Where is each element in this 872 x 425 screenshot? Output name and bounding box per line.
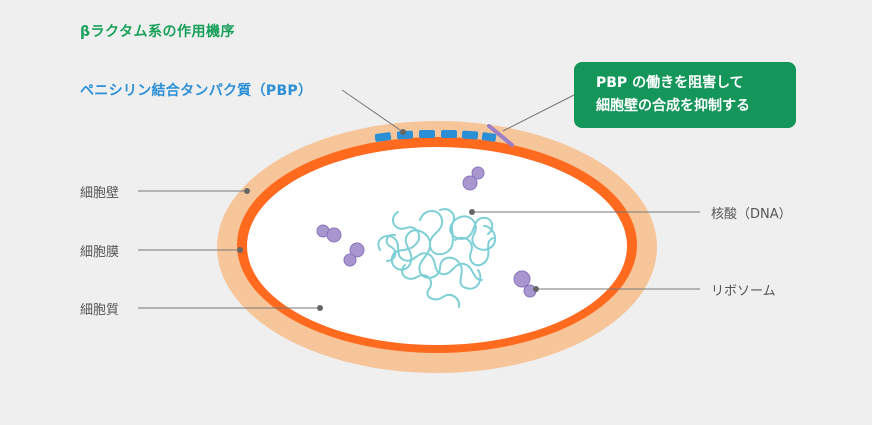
callout-line-2: 細胞壁の合成を抑制する [596, 98, 750, 114]
label-nucleic-acid: 核酸（DNA） [711, 207, 792, 222]
ribosomes [316, 166, 537, 298]
pbp-protein [441, 130, 457, 138]
pbp-protein [374, 132, 392, 142]
dna-tangle [377, 208, 497, 308]
ribosome-particle [462, 175, 478, 191]
ribosome-particle [326, 227, 342, 243]
pbp-protein [461, 130, 479, 140]
pbp-proteins [374, 130, 497, 142]
pbp-label: ペニシリン結合タンパク質（PBP） [80, 83, 313, 99]
leader-lines [138, 89, 700, 311]
label-ribosome: リボソーム [711, 284, 776, 299]
label-cell-wall: 細胞壁 [80, 186, 120, 201]
diagram-title: βラクタム系の作用機序 [80, 24, 235, 40]
cytoplasm [247, 147, 627, 345]
beta-lactam-inhibitor [487, 124, 514, 147]
ribosome-particle [349, 242, 365, 258]
ribosome-particle [343, 253, 357, 267]
mechanism-callout: PBP の働きを阻害して 細胞壁の合成を抑制する [574, 62, 796, 128]
label-cell-membrane: 細胞膜 [80, 245, 120, 260]
pbp-protein [419, 130, 435, 138]
pbp-protein [481, 132, 497, 142]
label-cytoplasm: 細胞質 [80, 303, 120, 318]
ribosome-particle [471, 166, 485, 180]
ribosome-particle [513, 270, 531, 288]
callout-line-1: PBP の働きを阻害して [596, 75, 744, 91]
